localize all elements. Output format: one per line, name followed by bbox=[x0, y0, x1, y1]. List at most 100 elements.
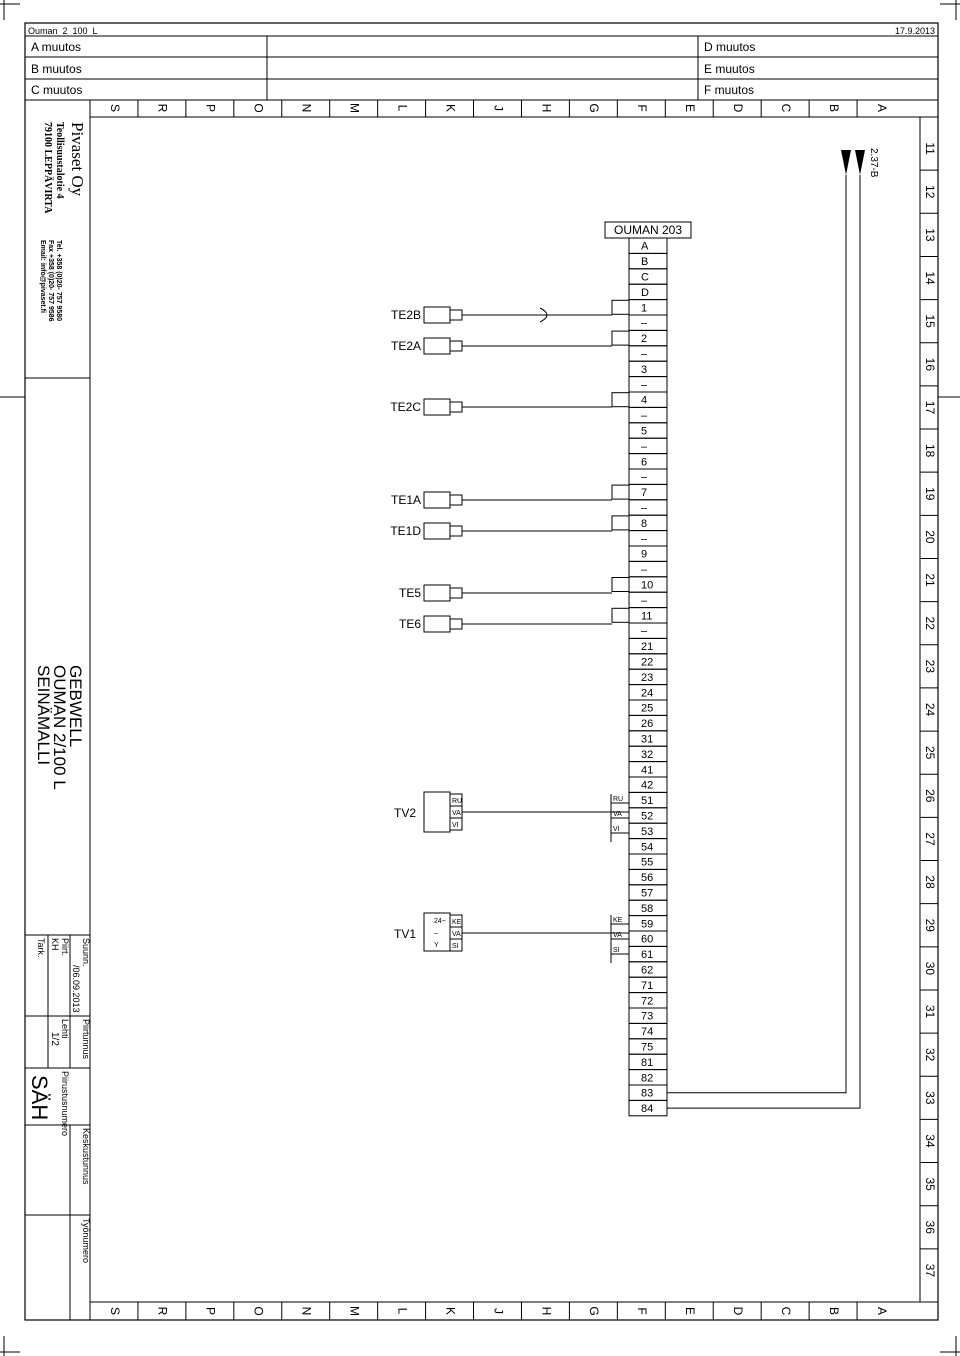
terminal-label: 53 bbox=[641, 826, 653, 838]
column-letter-top: M bbox=[348, 103, 362, 113]
column-letter-top: P bbox=[204, 104, 218, 112]
sensor-connector bbox=[449, 618, 463, 630]
terminal-cell bbox=[628, 391, 668, 408]
panel-pin-label: VI bbox=[613, 826, 620, 833]
sensor-connector bbox=[449, 587, 463, 599]
reference-arrow-2 bbox=[855, 150, 865, 175]
row-number: 20 bbox=[923, 530, 937, 544]
terminal-label: – bbox=[641, 349, 648, 361]
actuator-label: TV1 bbox=[394, 927, 416, 941]
panel-pin-label: SI bbox=[613, 947, 620, 954]
terminal-label: – bbox=[641, 379, 648, 391]
terminal-label: – bbox=[641, 503, 648, 515]
piirustusnumero-label: Piirustusnumero bbox=[60, 1071, 70, 1136]
terminal-cell bbox=[628, 545, 668, 562]
company-street: Teollisuustalotie 4 bbox=[54, 122, 65, 199]
row-number: 36 bbox=[923, 1221, 937, 1235]
sensor-connector bbox=[449, 309, 463, 321]
terminal-label: – bbox=[641, 410, 648, 422]
terminal-label: 58 bbox=[641, 903, 653, 915]
terminal-label: 31 bbox=[641, 734, 653, 746]
lehti-label: Lehti bbox=[60, 1019, 70, 1039]
terminal-label: 23 bbox=[641, 672, 653, 684]
panel-pin-label: RU bbox=[613, 796, 623, 803]
row-number: 16 bbox=[923, 358, 937, 372]
row-number: 25 bbox=[923, 746, 937, 760]
column-letter-top: B bbox=[827, 104, 841, 112]
sensor-housing bbox=[423, 584, 451, 602]
actuator-pin-label: VA bbox=[452, 931, 461, 938]
terminal-cell bbox=[628, 530, 668, 547]
company-block: Pivaset Oy Teollisuustalotie 4 79100 LEP… bbox=[39, 122, 87, 322]
row-number: 30 bbox=[923, 962, 937, 976]
title-block: Suunn. /06.09.2013 Piirt. KH Tark. Piirt… bbox=[27, 938, 91, 1263]
actuator-inner-label: 24~ bbox=[434, 918, 446, 925]
terminal-label: 9 bbox=[641, 549, 647, 561]
column-letter-bottom: M bbox=[348, 1306, 362, 1316]
column-letter-top: A bbox=[875, 104, 889, 112]
terminal-label: 3 bbox=[641, 364, 647, 376]
terminal-label: 75 bbox=[641, 1042, 653, 1054]
terminal-label: – bbox=[641, 441, 648, 453]
row-number: 34 bbox=[923, 1134, 937, 1148]
terminal-label: A bbox=[641, 241, 649, 253]
row-number: 22 bbox=[923, 617, 937, 631]
terminal-label: B bbox=[641, 256, 648, 268]
reference-connection: 2.37-B bbox=[667, 148, 879, 1109]
sensor-label: TE2A bbox=[391, 339, 421, 353]
company-fax: Fax +358 (0)20- 757 9586 bbox=[47, 240, 54, 322]
title-line-3: SEINÄMALLI bbox=[34, 665, 53, 765]
sensor-housing bbox=[423, 522, 451, 540]
terminal-label: 57 bbox=[641, 888, 653, 900]
actuator-inner-label: – bbox=[434, 930, 438, 937]
row-number: 18 bbox=[923, 444, 937, 458]
terminal-label: 82 bbox=[641, 1072, 653, 1084]
row-number: 29 bbox=[923, 919, 937, 933]
terminal-block-title: OUMAN 203 bbox=[614, 223, 682, 237]
column-letter-top: H bbox=[539, 104, 553, 113]
terminal-label: 32 bbox=[641, 749, 653, 761]
terminal-label: – bbox=[641, 318, 648, 330]
row-number: 19 bbox=[923, 487, 937, 501]
tark-label: Tark. bbox=[36, 938, 46, 958]
terminal-cell bbox=[628, 422, 668, 439]
terminal-label: 6 bbox=[641, 456, 647, 468]
terminal-label: 52 bbox=[641, 811, 653, 823]
column-letter-top: R bbox=[156, 104, 170, 113]
sensor-housing bbox=[423, 615, 451, 633]
actuator-pin-label: VI bbox=[452, 822, 459, 829]
drawing-title: GEBWELL OUMAN 2/100 L SEINÄMALLI bbox=[34, 665, 85, 790]
lehti-value: 1/2 bbox=[49, 1032, 60, 1046]
sensor-label: TE6 bbox=[399, 617, 421, 631]
terminal-label: 54 bbox=[641, 841, 653, 853]
row-number: 28 bbox=[923, 875, 937, 889]
reference-wire-83 bbox=[667, 175, 847, 1094]
column-letter-bottom: C bbox=[779, 1307, 793, 1316]
row-number: 37 bbox=[923, 1264, 937, 1278]
change-c: C muutos bbox=[31, 83, 82, 97]
terminal-label: 4 bbox=[641, 395, 647, 407]
terminal-label: 56 bbox=[641, 872, 653, 884]
row-number: 24 bbox=[923, 703, 937, 717]
title-line-1: GEBWELL bbox=[66, 665, 85, 747]
terminal-label: 71 bbox=[641, 980, 653, 992]
sensor-connector bbox=[449, 494, 463, 506]
suunn-value: /06.09.2013 bbox=[71, 965, 81, 1013]
sensor-connector bbox=[449, 340, 463, 352]
change-e: E muutos bbox=[704, 62, 755, 76]
company-city: 79100 LEPPÄVIRTA bbox=[42, 122, 55, 214]
terminal-cell bbox=[628, 376, 668, 393]
row-number: 35 bbox=[923, 1177, 937, 1191]
column-letter-top: O bbox=[252, 103, 266, 112]
title-line-2: OUMAN 2/100 L bbox=[50, 665, 69, 790]
sensor-label: TE1A bbox=[391, 493, 421, 507]
terminal-label: 51 bbox=[641, 795, 653, 807]
terminal-label: 26 bbox=[641, 718, 653, 730]
terminal-cell bbox=[628, 345, 668, 362]
column-letter-top: F bbox=[635, 104, 649, 111]
actuator-pin-label: KE bbox=[452, 919, 462, 926]
